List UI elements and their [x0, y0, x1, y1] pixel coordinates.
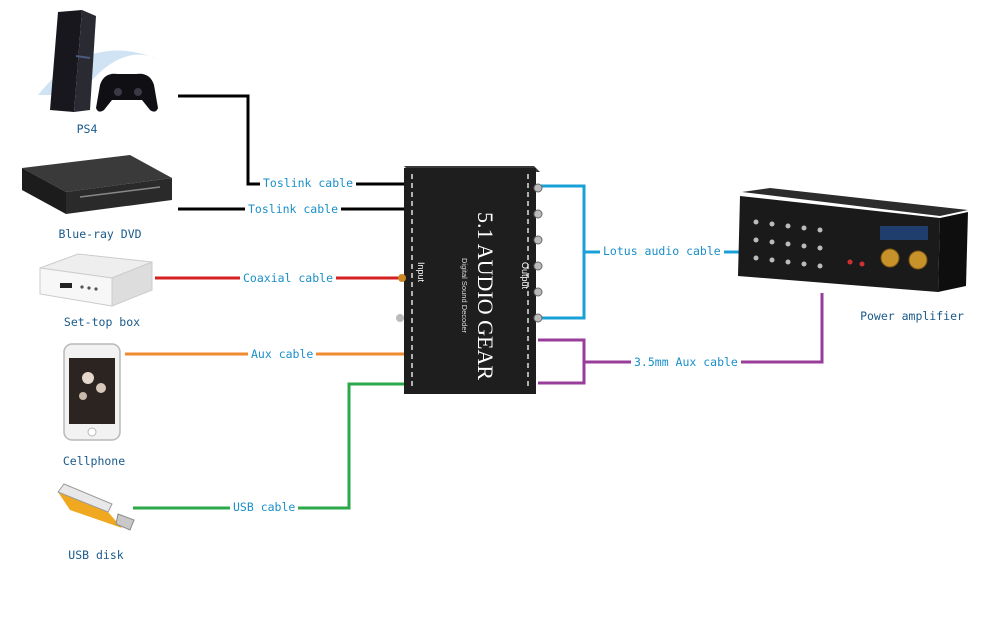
amp-knob — [817, 263, 823, 269]
audio-decoder: 5.1 AUDIO GEAR Digital Sound Decoder Inp… — [396, 166, 543, 394]
aux35-cable-line — [538, 293, 824, 385]
ps4-console — [38, 10, 160, 112]
decoder-subtitle: Digital Sound Decoder — [460, 258, 469, 334]
cellphone-flower-2 — [96, 383, 106, 393]
coaxial-cable-label: Coaxial cable — [240, 271, 337, 285]
usb-disk-cap — [57, 483, 113, 513]
cellphone-screen — [69, 358, 115, 424]
amp-knob — [785, 223, 791, 229]
amplifier-top — [742, 188, 968, 216]
rca-jack-3 — [533, 235, 543, 245]
ps4-label: PS4 — [76, 122, 98, 136]
amp-knob — [753, 219, 759, 225]
bluray-top — [22, 155, 172, 192]
amplifier-front — [738, 196, 940, 292]
decoder-output-label: Output — [520, 262, 530, 290]
amp-knob — [817, 227, 823, 233]
bluray-front — [22, 168, 66, 214]
rca-jack-1 — [533, 183, 543, 193]
usb-disk-label: USB disk — [68, 548, 124, 562]
amplifier-knob-rows — [753, 219, 823, 269]
cellphone-device — [63, 343, 121, 441]
amp-knob — [785, 259, 791, 265]
ps4-controller-stick-left — [114, 88, 122, 96]
bluray-label: Blue-ray DVD — [58, 227, 142, 241]
settop-label: Set-top box — [63, 315, 141, 329]
amp-knob — [817, 245, 823, 251]
rca-jack-4 — [533, 261, 543, 271]
ps4-controller — [96, 73, 158, 112]
amplifier-label: Power amplifier — [860, 309, 964, 323]
usb-disk-device — [57, 483, 135, 531]
amp-knob — [801, 261, 807, 267]
bluray-player — [22, 155, 172, 214]
toslink-cable-ps4-line — [178, 94, 405, 186]
ps4-controller-stick-right — [134, 88, 142, 96]
ps4-body-front — [74, 10, 96, 112]
aux-cable-label: Aux cable — [248, 347, 317, 361]
usb-cable-label: USB cable — [230, 500, 299, 514]
decoder-coax-input — [398, 274, 406, 282]
cellphone-label: Cellphone — [62, 454, 126, 468]
settop-button-3 — [94, 287, 98, 291]
amplifier-volume-knob-left — [880, 248, 900, 268]
settop-box — [39, 253, 153, 307]
amp-knob — [769, 221, 775, 227]
settop-display — [60, 283, 72, 288]
amp-knob — [801, 243, 807, 249]
power-amplifier — [738, 188, 968, 292]
rca-jack-2 — [533, 209, 543, 219]
rca-jack-6 — [533, 313, 543, 323]
amplifier-side — [938, 212, 968, 292]
rca-jack-5 — [533, 287, 543, 297]
amp-knob — [769, 257, 775, 263]
amp-knob — [753, 237, 759, 243]
decoder-body — [404, 168, 536, 394]
usb-disk-body — [58, 492, 122, 528]
toslink-cable-label-2: Toslink cable — [245, 202, 342, 216]
amplifier-volume-knob-right — [908, 250, 928, 270]
settop-side — [111, 261, 153, 307]
cellphone-flower-1 — [82, 372, 94, 384]
cellphone-flower-3 — [79, 392, 87, 400]
ps4-body — [50, 10, 82, 112]
usb-cable-line — [133, 382, 405, 510]
lotus-cable-label: Lotus audio cable — [600, 244, 724, 258]
amp-knob — [753, 255, 759, 261]
amp-knob — [801, 225, 807, 231]
settop-button-1 — [80, 285, 84, 289]
aux35-cable-label: 3.5mm Aux cable — [631, 355, 741, 369]
amp-red-knob — [847, 259, 853, 265]
decoder-input-label: Input — [416, 262, 426, 283]
usb-disk-connector — [115, 513, 135, 531]
bluray-side — [66, 178, 172, 214]
ps4-light-strip — [75, 55, 91, 59]
decoder-aux-input — [396, 314, 404, 322]
amp-red-knob — [859, 261, 865, 267]
decoder-title: 5.1 AUDIO GEAR — [473, 212, 498, 380]
settop-button-2 — [87, 286, 91, 290]
decoder-rca-jacks — [533, 183, 543, 323]
cellphone-home-button — [87, 427, 97, 437]
amp-knob — [785, 241, 791, 247]
toslink-cable-label-1: Toslink cable — [260, 176, 357, 190]
amplifier-display — [880, 226, 928, 240]
amp-knob — [769, 239, 775, 245]
bluray-disc-slot — [79, 186, 161, 198]
